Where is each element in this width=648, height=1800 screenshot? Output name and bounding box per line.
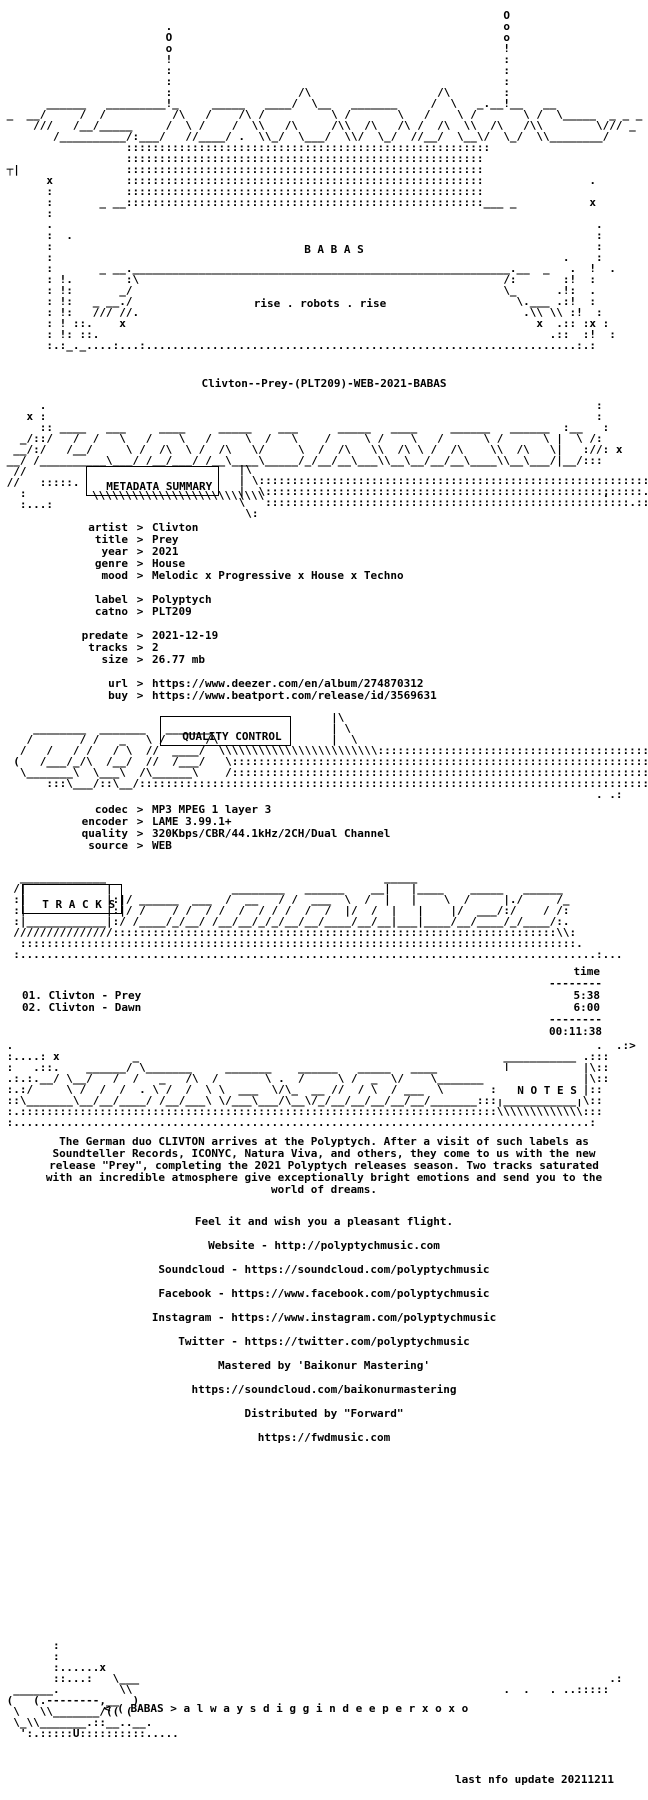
meta-value: PLT209 (152, 605, 192, 618)
header-logo-art: O . o O o o (6, 9, 643, 352)
quality-list: codec>MP3 MPEG 1 layer 3 encoder>LAME 3.… (0, 804, 648, 852)
metadata-divider-art: |\ | \::::::::::::::::::::::::::::::::::… (238, 463, 648, 520)
last-update: last nfo update 20211211 (455, 1773, 614, 1786)
notes-section-box: N O T E S (498, 1071, 583, 1099)
meta-value: 2 (152, 641, 159, 654)
quality-key: encoder (81, 815, 128, 828)
metadata-section-title: METADATA SUMMARY (106, 480, 213, 493)
quality-value: WEB (152, 839, 172, 852)
notes-links: Feel it and wish you a pleasant flight. … (0, 1216, 648, 1456)
meta-key: catno (94, 605, 128, 618)
notes-paragraph: The German duo CLIVTON arrives at the Po… (40, 1136, 608, 1196)
meta-row-genre: genre>House (0, 558, 648, 570)
total-time: 00:11:38 (549, 1025, 602, 1038)
quality-row-quality: quality>320Kbps/CBR/44.1kHz/2CH/Dual Cha… (0, 828, 648, 840)
tracks-section-title: T R A C K S (42, 898, 116, 911)
track-time: 5:38 (573, 989, 601, 1002)
meta-key: tracks (88, 641, 128, 654)
total-rule: -------- (549, 1013, 602, 1026)
notes-tagline: Feel it and wish you a pleasant flight. (194, 1215, 454, 1228)
meta-key: label (94, 593, 128, 606)
track-title: 01. Clivton - Prey (22, 989, 142, 1002)
track-row[interactable]: 01. Clivton - Prey 5:38 (22, 990, 602, 1002)
metadata-list: artist>Clivton title>Prey year>2021 genr… (0, 522, 648, 702)
meta-row-title: title>Prey (0, 534, 648, 546)
quality-key: source (88, 839, 128, 852)
group-letters: B A B A S (304, 243, 364, 256)
meta-key: size (101, 653, 129, 666)
meta-key: title (94, 533, 128, 546)
meta-value: 2021 (152, 545, 179, 558)
meta-row-url: url>https://www.deezer.com/en/album/2748… (0, 678, 648, 690)
instagram-link[interactable]: Instagram - https://www.instagram.com/po… (151, 1311, 497, 1324)
notes-section-title: N O T E S (517, 1084, 577, 1097)
meta-key: url (108, 677, 128, 690)
quality-key: quality (81, 827, 128, 840)
quality-section-title: QUALITY CONTROL (182, 730, 282, 743)
meta-value: Clivton (152, 521, 199, 534)
metadata-header-art: . : x : : :: ____ ___ (6, 399, 623, 511)
quality-row-codec: codec>MP3 MPEG 1 layer 3 (0, 804, 648, 816)
buy-link[interactable]: https://www.beatport.com/release/id/3569… (152, 689, 437, 702)
meta-value: Melodic x Progressive x House x Techno (152, 569, 404, 582)
metadata-underline-art: \\\\\\\\\\\\\\\\\\\\\\\\\\ (92, 489, 265, 502)
twitter-link[interactable]: Twitter - https://twitter.com/polyptychm… (178, 1335, 470, 1348)
distributor-link[interactable]: https://fwdmusic.com (257, 1431, 391, 1444)
quality-section-box: QUALITY CONTROL (160, 716, 291, 746)
quality-header-art: |\ ________ _______ _______ | \ / / / _ … (13, 711, 648, 801)
time-header: time (573, 965, 601, 978)
quality-row-encoder: encoder>LAME 3.99.1+ (0, 816, 648, 828)
meta-key: predate (81, 629, 128, 642)
quality-row-source: source>WEB (0, 840, 648, 852)
distributed-by: Distributed by "Forward" (244, 1407, 404, 1420)
meta-row-buy: buy>https://www.beatport.com/release/id/… (0, 690, 648, 702)
meta-value: Polyptych (152, 593, 212, 606)
url-link[interactable]: https://www.deezer.com/en/album/27487031… (152, 677, 424, 690)
notes-header-art: . . .:> :....: x _ ___________ .::: : .:… (6, 1039, 636, 1129)
meta-value: 26.77 mb (152, 653, 205, 666)
mastered-by: Mastered by 'Baikonur Mastering' (218, 1359, 430, 1372)
slogan: rise . robots . rise (253, 297, 387, 310)
meta-value: Prey (152, 533, 179, 546)
track-time: 6:00 (573, 1001, 601, 1014)
meta-key: mood (101, 569, 129, 582)
meta-key: genre (94, 557, 128, 570)
time-rule: -------- (549, 977, 602, 990)
meta-row-tracks: tracks>2 (0, 642, 648, 654)
tracks-header-art: _____________ _____ /| | ________ ______… (13, 871, 623, 961)
meta-row-size: size>26.77 mb (0, 654, 648, 666)
quality-key: codec (94, 803, 128, 816)
notes-body: The German duo CLIVTON arrives at the Po… (45, 1135, 603, 1196)
meta-row-predate: predate>2021-12-19 (0, 630, 648, 642)
tracks-section-box: T R A C K S (22, 884, 123, 914)
release-name: Clivton--Prey-(PLT209)-WEB-2021-BABAS (201, 377, 447, 390)
track-row[interactable]: 02. Clivton - Dawn 6:00 (22, 1002, 602, 1014)
meta-key: buy (108, 689, 128, 702)
meta-key: year (101, 545, 129, 558)
mastering-link[interactable]: https://soundcloud.com/baikonurmastering (191, 1383, 457, 1396)
meta-row-year: year>2021 (0, 546, 648, 558)
website-link[interactable]: Website - http://polyptychmusic.com (208, 1239, 440, 1252)
meta-row-label: label>Polyptych (0, 594, 648, 606)
meta-row-mood: mood>Melodic x Progressive x House x Tec… (0, 570, 648, 582)
meta-value: 2021-12-19 (152, 629, 219, 642)
track-title: 02. Clivton - Dawn (22, 1001, 142, 1014)
meta-key: artist (88, 521, 128, 534)
soundcloud-link[interactable]: Soundcloud - https://soundcloud.com/poly… (158, 1263, 490, 1276)
footer-art: : : :......x ::...: \___ .: ______. \\ (6, 1639, 623, 1740)
meta-value: House (152, 557, 186, 570)
quality-value: 320Kbps/CBR/44.1kHz/2CH/Dual Channel (152, 827, 391, 840)
quality-value: LAME 3.99.1+ (152, 815, 232, 828)
meta-row-artist: artist>Clivton (0, 522, 648, 534)
tracklist: time -------- 01. Clivton - Prey 5:38 02.… (22, 966, 602, 1038)
footer-tagline: < ( BABAS > a l w a y s d i g g i n d e … (104, 1702, 469, 1715)
metadata-section-box: METADATA SUMMARY (86, 466, 220, 496)
facebook-link[interactable]: Facebook - https://www.facebook.com/poly… (158, 1287, 490, 1300)
meta-row-catno: catno>PLT209 (0, 606, 648, 618)
quality-value: MP3 MPEG 1 layer 3 (152, 803, 272, 816)
